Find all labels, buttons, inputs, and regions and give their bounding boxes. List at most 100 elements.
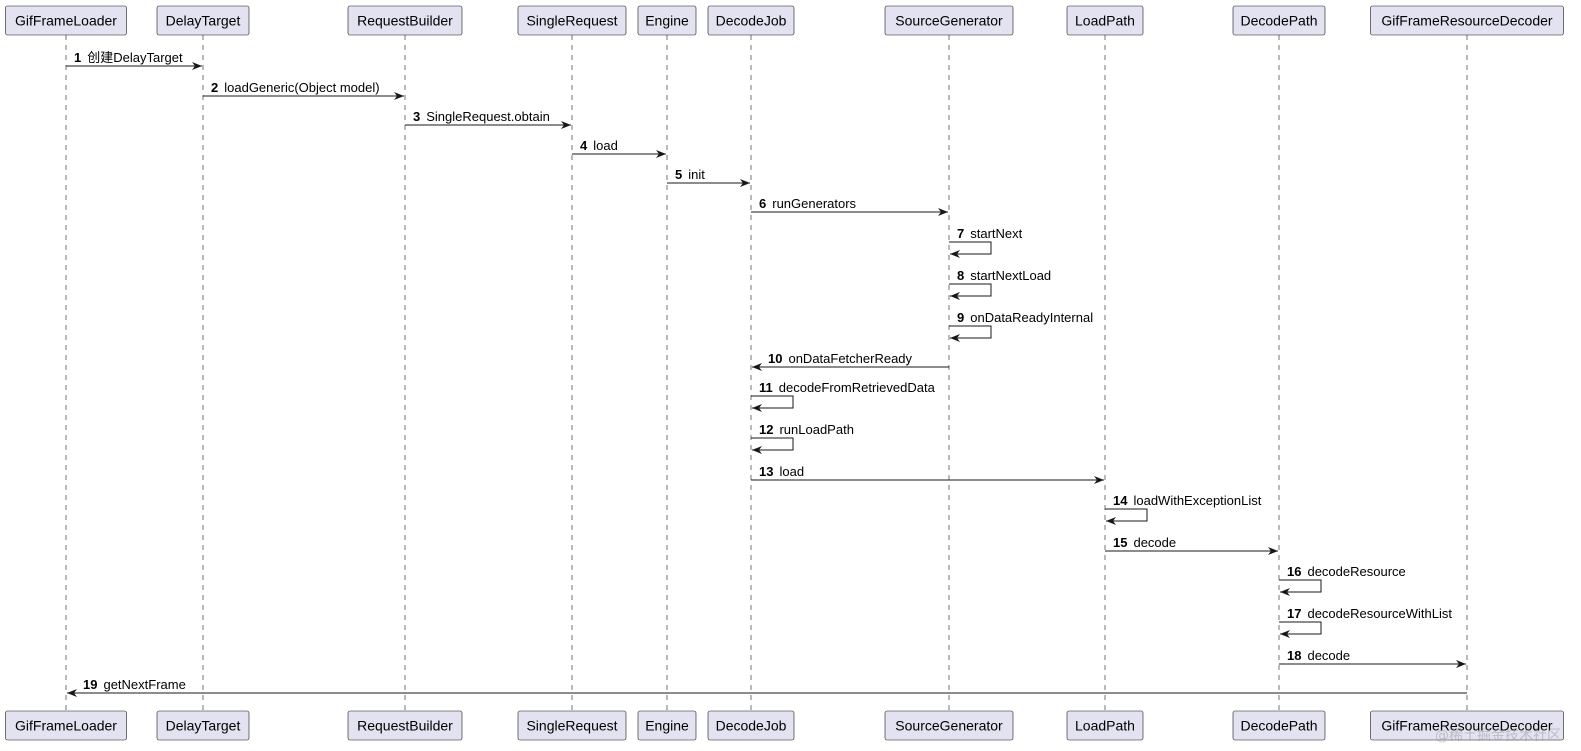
message-number: 11 bbox=[759, 380, 773, 395]
message-7: 7 startNext bbox=[949, 226, 1023, 258]
participant-label: DecodePath bbox=[1240, 718, 1317, 734]
message-label: 创建DelayTarget bbox=[87, 50, 183, 65]
participant-box bbox=[707, 710, 795, 741]
participant-label: RequestBuilder bbox=[357, 718, 453, 734]
participant-label: Engine bbox=[645, 13, 689, 29]
participant-box bbox=[517, 5, 627, 36]
arrow-head bbox=[752, 363, 762, 371]
message-line bbox=[949, 241, 992, 255]
message-label: decodeResource bbox=[1307, 564, 1405, 579]
participant-decode-path-bottom: DecodePath bbox=[1232, 710, 1326, 741]
message-number: 5 bbox=[675, 167, 682, 182]
participant-label: GifFrameResourceDecoder bbox=[1381, 13, 1553, 29]
message-number: 8 bbox=[957, 268, 964, 283]
participant-label: GifFrameLoader bbox=[15, 718, 117, 734]
participants-top-row: GifFrameLoader DelayTarget RequestBuilder S… bbox=[5, 5, 1564, 36]
message-label: loadWithExceptionList bbox=[1133, 493, 1261, 508]
message-number: 16 bbox=[1287, 564, 1301, 579]
arrow-head bbox=[1094, 476, 1104, 484]
message-line bbox=[1279, 579, 1322, 593]
participant-single-request-bottom: SingleRequest bbox=[517, 710, 627, 741]
participant-engine-bottom: Engine bbox=[637, 710, 697, 741]
participant-box bbox=[1066, 5, 1144, 36]
participant-load-path-bottom: LoadPath bbox=[1066, 710, 1144, 741]
message-line bbox=[1105, 508, 1148, 522]
arrow-head bbox=[67, 689, 77, 697]
arrow-head bbox=[950, 292, 960, 300]
participant-label: SourceGenerator bbox=[895, 718, 1003, 734]
participant-engine-top: Engine bbox=[637, 5, 697, 36]
lifelines bbox=[65, 35, 1468, 711]
participant-delay-target-top: DelayTarget bbox=[156, 5, 250, 36]
participant-box bbox=[5, 710, 127, 741]
message-label: loadGeneric(Object model) bbox=[224, 80, 379, 95]
participant-gif-frame-resource-decoder-bottom: GifFrameResourceDecoder bbox=[1370, 710, 1564, 741]
arrow-head bbox=[1456, 660, 1466, 668]
message-label: startNext bbox=[970, 226, 1022, 241]
message-number: 3 bbox=[413, 109, 420, 124]
message-label: init bbox=[688, 167, 705, 182]
message-number: 17 bbox=[1287, 606, 1301, 621]
participant-label: SingleRequest bbox=[526, 13, 617, 29]
participant-label: GifFrameResourceDecoder bbox=[1381, 718, 1553, 734]
message-text: 17 decodeResourceWithList bbox=[1287, 606, 1452, 621]
participant-gif-frame-resource-decoder-top: GifFrameResourceDecoder bbox=[1370, 5, 1564, 36]
message-line bbox=[1279, 621, 1322, 635]
message-text: 11 decodeFromRetrievedData bbox=[759, 380, 936, 395]
participant-label: LoadPath bbox=[1075, 718, 1135, 734]
participant-source-generator-top: SourceGenerator bbox=[884, 5, 1014, 36]
participant-gif-frame-loader-top: GifFrameLoader bbox=[5, 5, 127, 36]
message-text: 16 decodeResource bbox=[1287, 564, 1406, 579]
participant-load-path-top: LoadPath bbox=[1066, 5, 1144, 36]
participant-source-generator-bottom: SourceGenerator bbox=[884, 710, 1014, 741]
message-number: 15 bbox=[1113, 535, 1127, 550]
participant-decode-job-top: DecodeJob bbox=[707, 5, 795, 36]
participant-label: SingleRequest bbox=[526, 718, 617, 734]
participant-gif-frame-loader-bottom: GifFrameLoader bbox=[5, 710, 127, 741]
participant-label: DecodeJob bbox=[716, 13, 787, 29]
arrow-head bbox=[950, 334, 960, 342]
participant-request-builder-bottom: RequestBuilder bbox=[347, 710, 463, 741]
arrow-head bbox=[740, 179, 750, 187]
participant-box bbox=[884, 5, 1014, 36]
message-number: 19 bbox=[83, 677, 97, 692]
message-text: 7 startNext bbox=[957, 226, 1023, 241]
arrow-head bbox=[938, 208, 948, 216]
participant-box bbox=[347, 710, 463, 741]
participant-box bbox=[1232, 5, 1326, 36]
participant-box bbox=[637, 710, 697, 741]
participant-box bbox=[156, 710, 250, 741]
arrow-head bbox=[656, 150, 666, 158]
message-label: decodeFromRetrievedData bbox=[779, 380, 936, 395]
arrow-head bbox=[1280, 630, 1290, 638]
message-number: 18 bbox=[1287, 648, 1301, 663]
participant-single-request-top: SingleRequest bbox=[517, 5, 627, 36]
message-line bbox=[949, 283, 992, 297]
participant-label: RequestBuilder bbox=[357, 13, 453, 29]
arrow-head bbox=[1106, 517, 1116, 525]
message-label: decodeResourceWithList bbox=[1307, 606, 1452, 621]
participant-box bbox=[707, 5, 795, 36]
message-number: 7 bbox=[957, 226, 964, 241]
